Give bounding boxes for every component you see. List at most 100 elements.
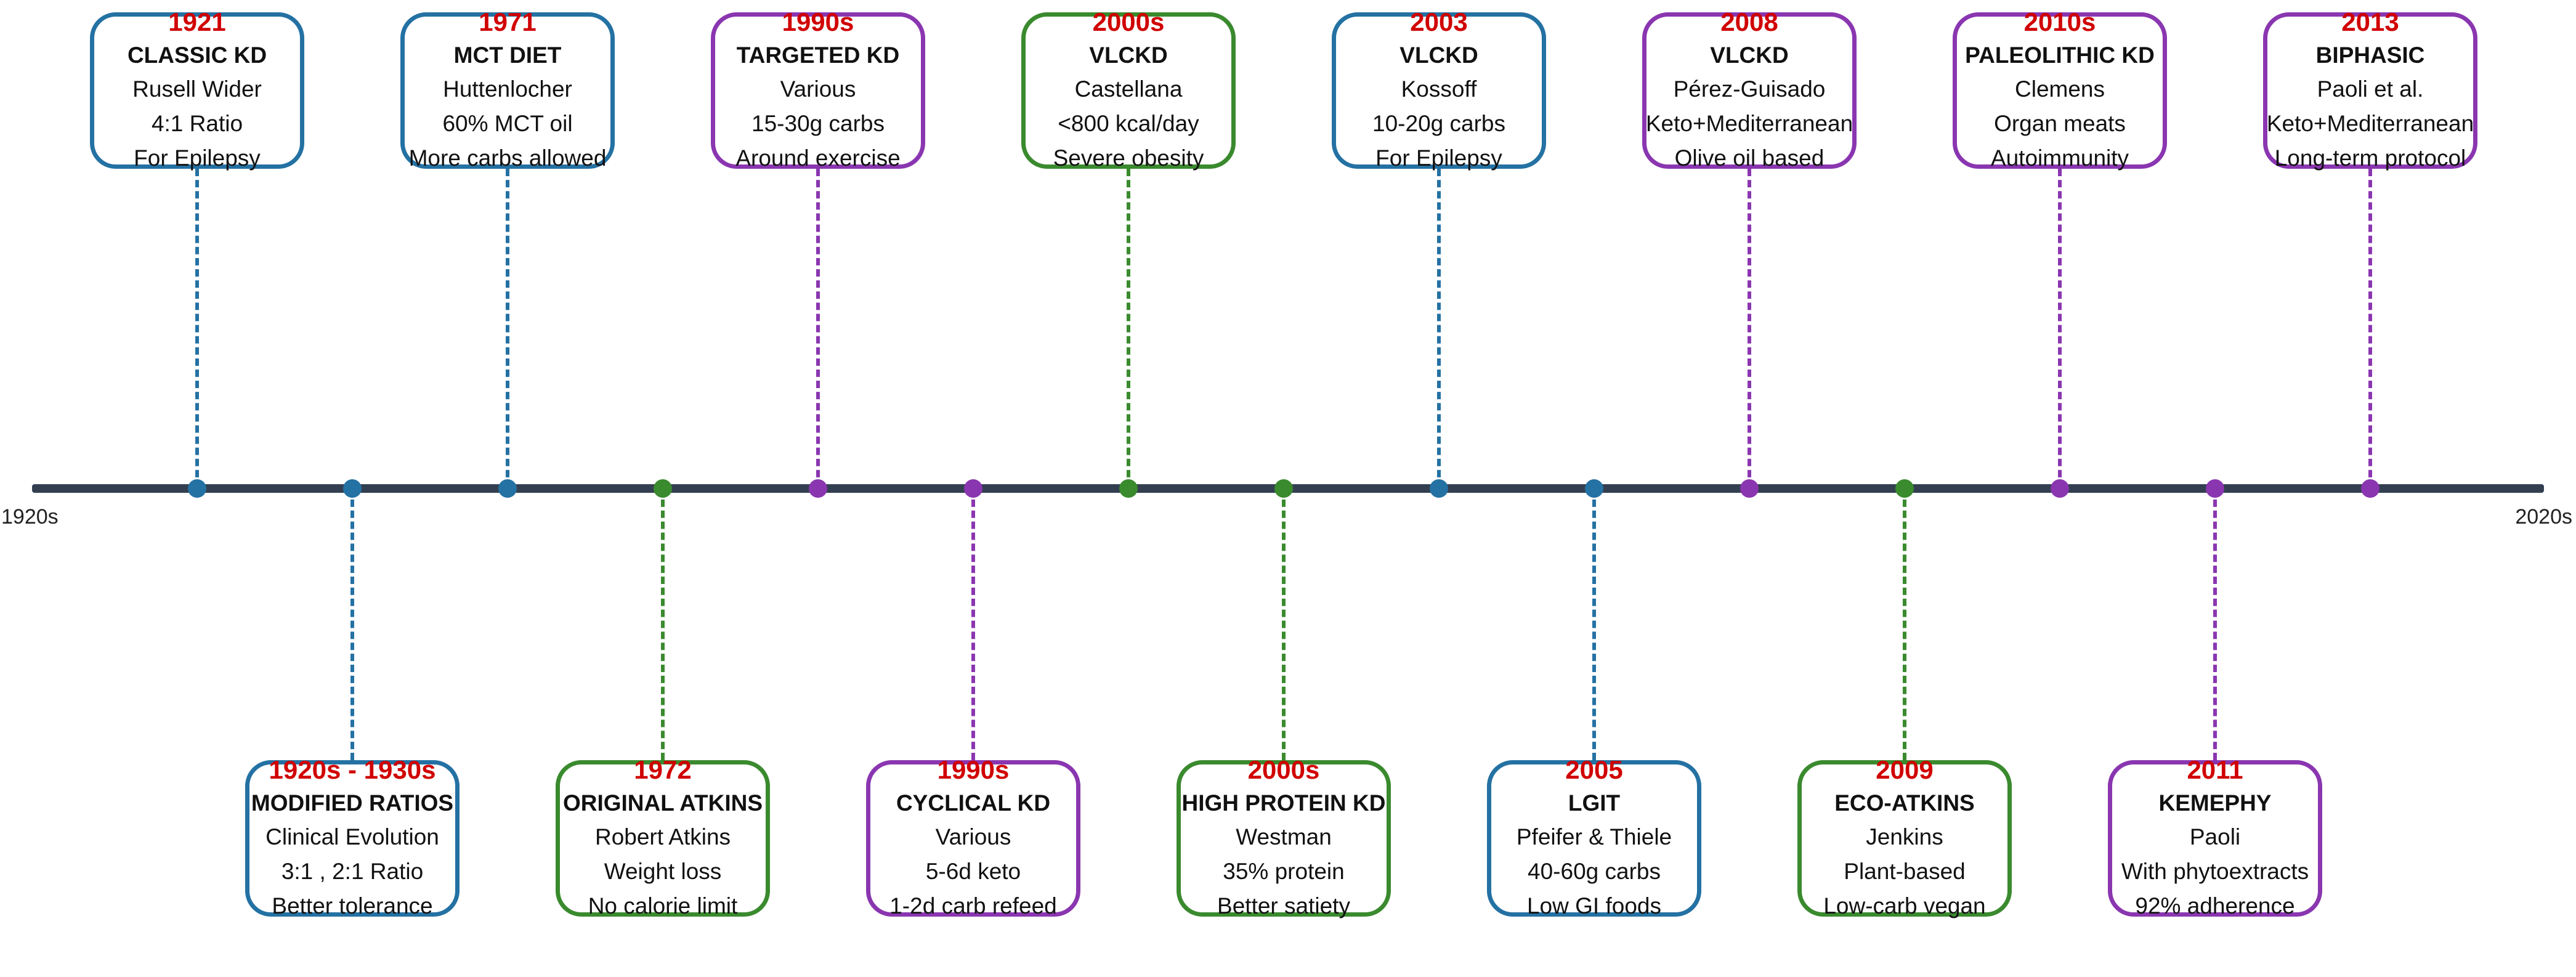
connector-e7 [1127, 169, 1130, 489]
event-detail: Better satiety [1217, 893, 1350, 918]
event-detail: Rusell Wider [132, 76, 262, 102]
timeline-dot-e13 [2051, 479, 2069, 498]
event-detail: Clemens [2015, 76, 2105, 102]
event-year: 2000s [1247, 755, 1320, 784]
connector-e2 [350, 489, 354, 760]
event-detail: 40-60g carbs [1528, 859, 1661, 884]
event-detail: 35% protein [1223, 859, 1345, 884]
event-title: PALEOLITHIC KD [1965, 43, 2155, 68]
event-detail: Kossoff [1401, 76, 1477, 102]
event-detail: Autoimmunity [1990, 145, 2129, 171]
connector-e13 [2058, 169, 2062, 489]
event-detail: 3:1 , 2:1 Ratio [281, 859, 424, 884]
event-detail: Castellana [1074, 76, 1183, 102]
event-year: 2005 [1565, 755, 1623, 784]
event-year: 2011 [2187, 755, 2243, 784]
timeline-dot-e5 [809, 479, 827, 498]
event-detail: Various [780, 76, 856, 102]
event-title: VLCKD [1710, 43, 1789, 68]
timeline-dot-e4 [654, 479, 672, 498]
event-detail: Long-term protocol [2274, 145, 2466, 171]
timeline-dot-e14 [2206, 479, 2224, 498]
event-year: 2003 [1410, 7, 1468, 36]
event-year: 2000s [1092, 7, 1165, 36]
event-year: 1971 [479, 7, 537, 36]
timeline-dot-e8 [1274, 479, 1293, 498]
timeline-dot-e6 [964, 479, 982, 498]
event-year: 1920s - 1930s [269, 755, 436, 784]
event-title: ECO-ATKINS [1834, 790, 1975, 816]
event-year: 1990s [937, 755, 1010, 784]
axis-end-label: 2020s [2515, 505, 2572, 529]
event-detail: Plant-based [1844, 859, 1966, 884]
event-title: VLCKD [1399, 43, 1478, 68]
event-title: BIPHASIC [2315, 43, 2425, 68]
event-detail: Various [935, 824, 1011, 849]
event-title: MODIFIED RATIOS [251, 790, 454, 816]
event-detail: Organ meats [1994, 111, 2126, 136]
event-detail: 60% MCT oil [442, 111, 573, 136]
connector-e12 [1903, 489, 1906, 760]
event-title: ORIGINAL ATKINS [562, 790, 763, 816]
event-title: TARGETED KD [736, 43, 900, 68]
timeline-dot-e9 [1430, 479, 1448, 498]
connector-e15 [2368, 169, 2372, 489]
connector-e5 [816, 169, 820, 489]
event-year: 1921 [168, 7, 226, 36]
event-detail: For Epilepsy [134, 145, 261, 171]
event-year: 2010s [2023, 7, 2096, 36]
connector-e10 [1592, 489, 1596, 760]
event-title: KEMEPHY [2158, 790, 2272, 816]
event-detail: Severe obesity [1053, 145, 1204, 171]
event-detail: Keto+Mediterranean [2266, 111, 2474, 136]
event-detail: Robert Atkins [594, 824, 731, 849]
event-title: HIGH PROTEIN KD [1181, 790, 1386, 816]
event-detail: Low-carb vegan [1823, 893, 1986, 918]
axis-start-label: 1920s [1, 505, 59, 529]
timeline-dot-e10 [1585, 479, 1603, 498]
timeline-dot-e3 [498, 479, 517, 498]
event-title: LGIT [1568, 790, 1621, 816]
timeline-dot-e7 [1119, 479, 1138, 498]
timeline-dot-e2 [343, 479, 362, 498]
event-detail: Low GI foods [1526, 893, 1661, 918]
timeline-dot-e1 [188, 479, 206, 498]
timeline-dot-e15 [2361, 479, 2380, 498]
event-detail: For Epilepsy [1375, 145, 1502, 171]
event-detail: Pérez-Guisado [1673, 76, 1826, 102]
event-title: MCT DIET [453, 43, 562, 68]
connector-e14 [2213, 489, 2217, 760]
event-detail: Keto+Mediterranean [1645, 111, 1853, 136]
event-year: 1990s [782, 7, 854, 36]
event-year: 1972 [634, 755, 692, 784]
connector-e9 [1437, 169, 1441, 489]
event-title: VLCKD [1089, 43, 1168, 68]
event-detail: 1-2d carb refeed [889, 893, 1057, 918]
event-year: 2009 [1876, 755, 1934, 784]
event-detail: Jenkins [1866, 824, 1943, 849]
event-detail: Olive oil based [1674, 145, 1825, 171]
event-detail: Pfeifer & Thiele [1516, 824, 1672, 849]
connector-e4 [661, 489, 665, 760]
event-detail: Weight loss [604, 859, 722, 884]
event-detail: 5-6d keto [925, 859, 1021, 884]
event-detail: Paoli et al. [2317, 76, 2424, 102]
timeline-dot-e12 [1895, 479, 1914, 498]
event-detail: With phytoextracts [2121, 859, 2309, 884]
connector-e8 [1282, 489, 1286, 760]
timeline-dot-e11 [1740, 479, 1759, 498]
